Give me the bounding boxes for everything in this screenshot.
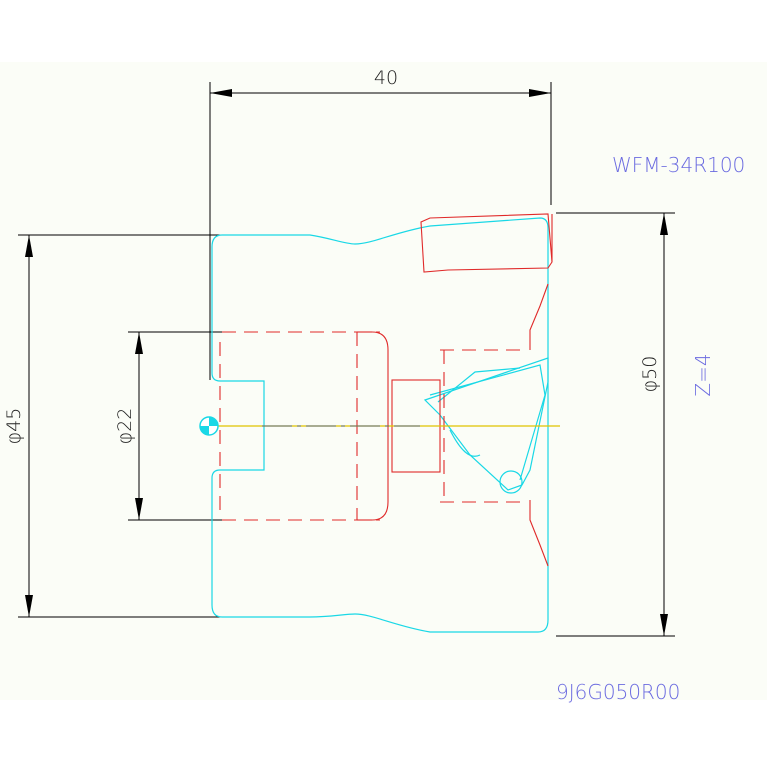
dimension-body-diameter-label: φ50 bbox=[639, 356, 661, 393]
model-code-label: WFM-34R100 bbox=[612, 153, 745, 177]
dimension-hub-diameter: φ45 bbox=[3, 234, 222, 618]
drawing-sheet bbox=[0, 62, 767, 700]
dimension-length-label: 40 bbox=[374, 67, 398, 89]
dimension-bore-diameter: φ22 bbox=[114, 331, 222, 521]
center-mark-icon bbox=[199, 416, 219, 436]
dimension-hub-diameter-label: φ45 bbox=[3, 408, 25, 445]
dimension-body-diameter: φ50 bbox=[556, 212, 675, 637]
dimension-length: 40 bbox=[209, 67, 552, 380]
dimension-bore-diameter-label: φ22 bbox=[114, 408, 136, 445]
part-number-label: 9J6G050R00 bbox=[556, 680, 680, 704]
teeth-count-label: Z=4 bbox=[691, 353, 715, 396]
cutter-profile bbox=[420, 213, 553, 567]
tool-body-outline bbox=[211, 217, 549, 633]
